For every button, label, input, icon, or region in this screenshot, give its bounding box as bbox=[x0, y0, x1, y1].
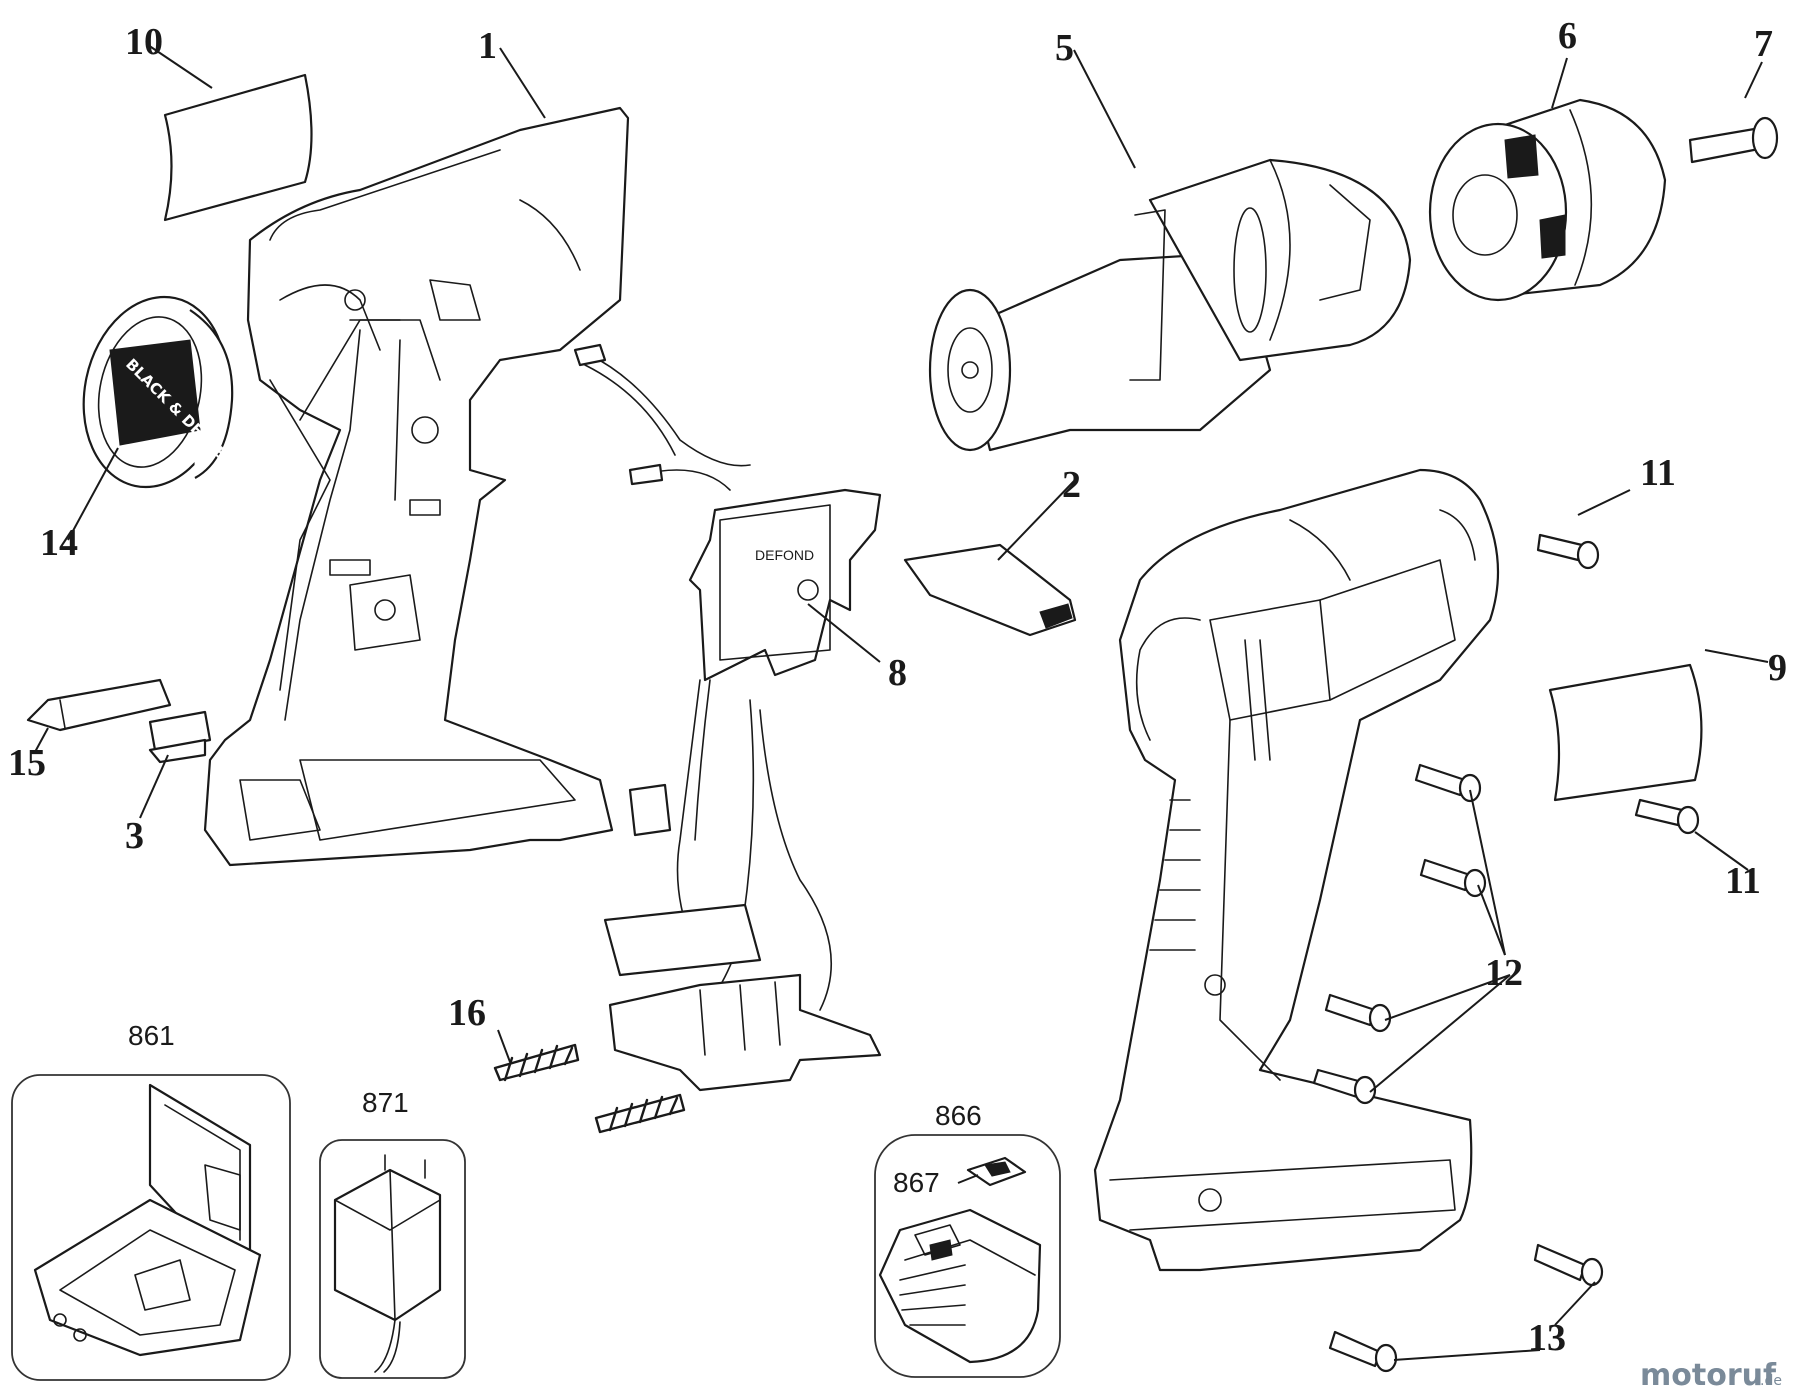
part-6-chuck bbox=[1428, 98, 1667, 302]
callout-3: 3 bbox=[125, 815, 144, 857]
callout-14: 14 bbox=[40, 522, 78, 564]
callout-7: 7 bbox=[1754, 23, 1773, 65]
housing-right bbox=[1093, 468, 1500, 1272]
callout-12: 12 bbox=[1485, 952, 1523, 994]
part-9-label bbox=[1548, 663, 1703, 802]
watermark-tld: .de bbox=[1760, 1373, 1782, 1389]
callout-16: 16 bbox=[448, 992, 486, 1034]
part-2-button bbox=[903, 543, 1077, 637]
box-861-case bbox=[11, 1074, 291, 1381]
part-1-housing-left bbox=[203, 106, 630, 867]
callout-6: 6 bbox=[1558, 15, 1577, 57]
part-15-bit bbox=[26, 678, 172, 732]
part-13-screws bbox=[1328, 1243, 1604, 1373]
callout-11b: 11 bbox=[1725, 860, 1761, 902]
callout-13: 13 bbox=[1528, 1317, 1566, 1359]
callout-9: 9 bbox=[1768, 647, 1787, 689]
box-871-charger bbox=[319, 1139, 466, 1379]
box-866-battery bbox=[874, 1134, 1061, 1378]
callout-871: 871 bbox=[362, 1087, 409, 1118]
callout-11a: 11 bbox=[1640, 452, 1676, 494]
part-7-screw bbox=[1688, 116, 1779, 164]
callout-2: 2 bbox=[1062, 464, 1081, 506]
callout-861: 861 bbox=[128, 1020, 175, 1051]
watermark: motoruf .de bbox=[1640, 1358, 1782, 1393]
wiring-harness bbox=[573, 343, 882, 1092]
part-12-screws bbox=[1312, 763, 1487, 1105]
part-11-screw-a bbox=[1536, 533, 1600, 570]
leader-lines bbox=[34, 44, 1769, 1361]
trigger-mark: DEFOND bbox=[755, 547, 814, 563]
part-5-motor bbox=[928, 158, 1412, 452]
watermark-brand: motoruf bbox=[1640, 1358, 1777, 1393]
callout-8: 8 bbox=[888, 652, 907, 694]
part-8-switch: DEFOND bbox=[688, 488, 882, 682]
callout-1: 1 bbox=[478, 25, 497, 67]
callout-numbers: 10 1 5 6 7 14 2 8 9 11 11 12 13 15 3 16 … bbox=[8, 15, 1787, 1359]
part-16-springs bbox=[493, 1043, 686, 1134]
callout-866: 866 bbox=[935, 1100, 982, 1131]
callout-867: 867 bbox=[893, 1167, 940, 1198]
callout-10: 10 bbox=[125, 21, 163, 63]
callout-5: 5 bbox=[1055, 27, 1074, 69]
callout-15: 15 bbox=[8, 742, 46, 784]
part-10-label bbox=[163, 73, 313, 222]
part-3-clip bbox=[148, 710, 212, 764]
part-14-badge: BLACK & DECKER bbox=[82, 295, 238, 489]
part-11-screw-b bbox=[1634, 798, 1700, 835]
